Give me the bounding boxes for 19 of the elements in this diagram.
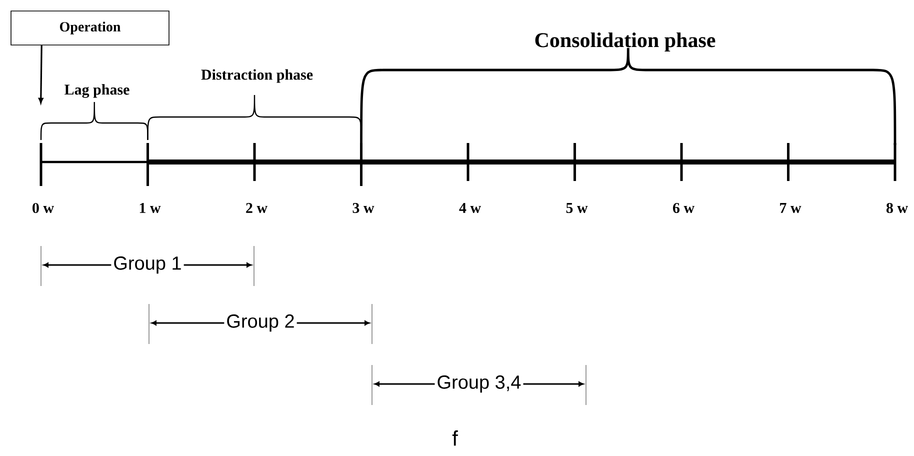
arrow xyxy=(38,45,44,104)
phase-label: Distraction phase xyxy=(201,69,313,83)
phase-label: Lag phase xyxy=(64,84,130,98)
operation-box: Operation xyxy=(10,10,170,46)
tick-label: 1 w xyxy=(140,202,161,214)
phase-label: Consolidation phase xyxy=(535,32,716,52)
tick-label: 3 w xyxy=(352,202,374,214)
tick-label: 7 w xyxy=(780,203,802,213)
caption: f xyxy=(452,430,458,446)
tick-label: 6 w xyxy=(672,202,694,214)
tick-label: 4 w xyxy=(459,203,481,213)
group-label: Group 1 xyxy=(111,255,184,275)
brace xyxy=(40,101,148,140)
tick-label: 5 w xyxy=(566,203,588,213)
tick-label: 0 w xyxy=(32,202,54,214)
group-label: Group 2 xyxy=(224,313,297,333)
tick-label: 8 w xyxy=(886,202,908,214)
tick-label: 2 w xyxy=(246,202,268,214)
group-label: Group 3,4 xyxy=(434,374,524,394)
